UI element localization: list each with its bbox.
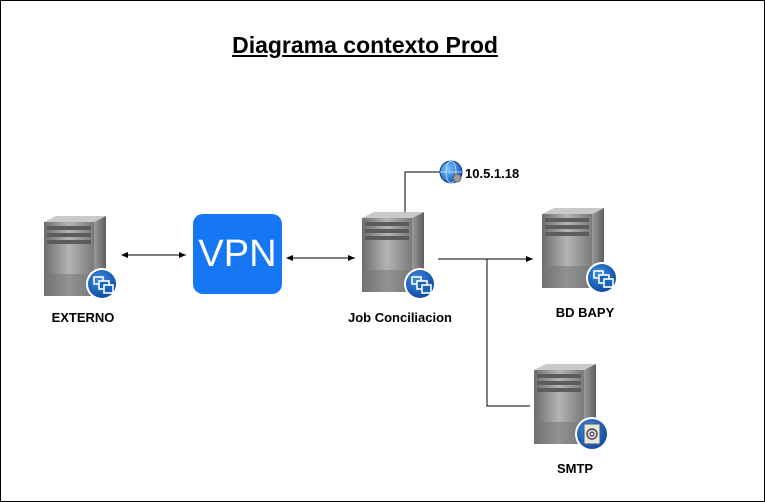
multi-window-badge-icon [403, 267, 437, 301]
node-label-externo: EXTERNO [51, 310, 115, 325]
diagram-title: Diagrama contexto Prod [232, 32, 498, 58]
ip-address-label: 10.5.1.18 [465, 166, 520, 181]
vpn-icon: VPN [193, 214, 282, 294]
edge-job-smtp [486, 259, 530, 407]
server-icon-bd [542, 208, 619, 295]
network-globe-icon [439, 160, 463, 184]
server-icon-externo [44, 216, 119, 301]
server-icon-job [362, 212, 437, 301]
mail-server-icon [534, 364, 609, 451]
vpn-label: VPN [198, 232, 277, 275]
multi-window-badge-icon [85, 267, 119, 301]
mail-badge-icon [575, 417, 609, 451]
node-label-bd: BD BAPY [555, 305, 615, 320]
edge-job-ip [404, 171, 440, 212]
multi-window-badge-icon [585, 261, 619, 295]
node-label-smtp: SMTP [556, 461, 594, 476]
node-label-job: Job Conciliacion [347, 310, 452, 325]
